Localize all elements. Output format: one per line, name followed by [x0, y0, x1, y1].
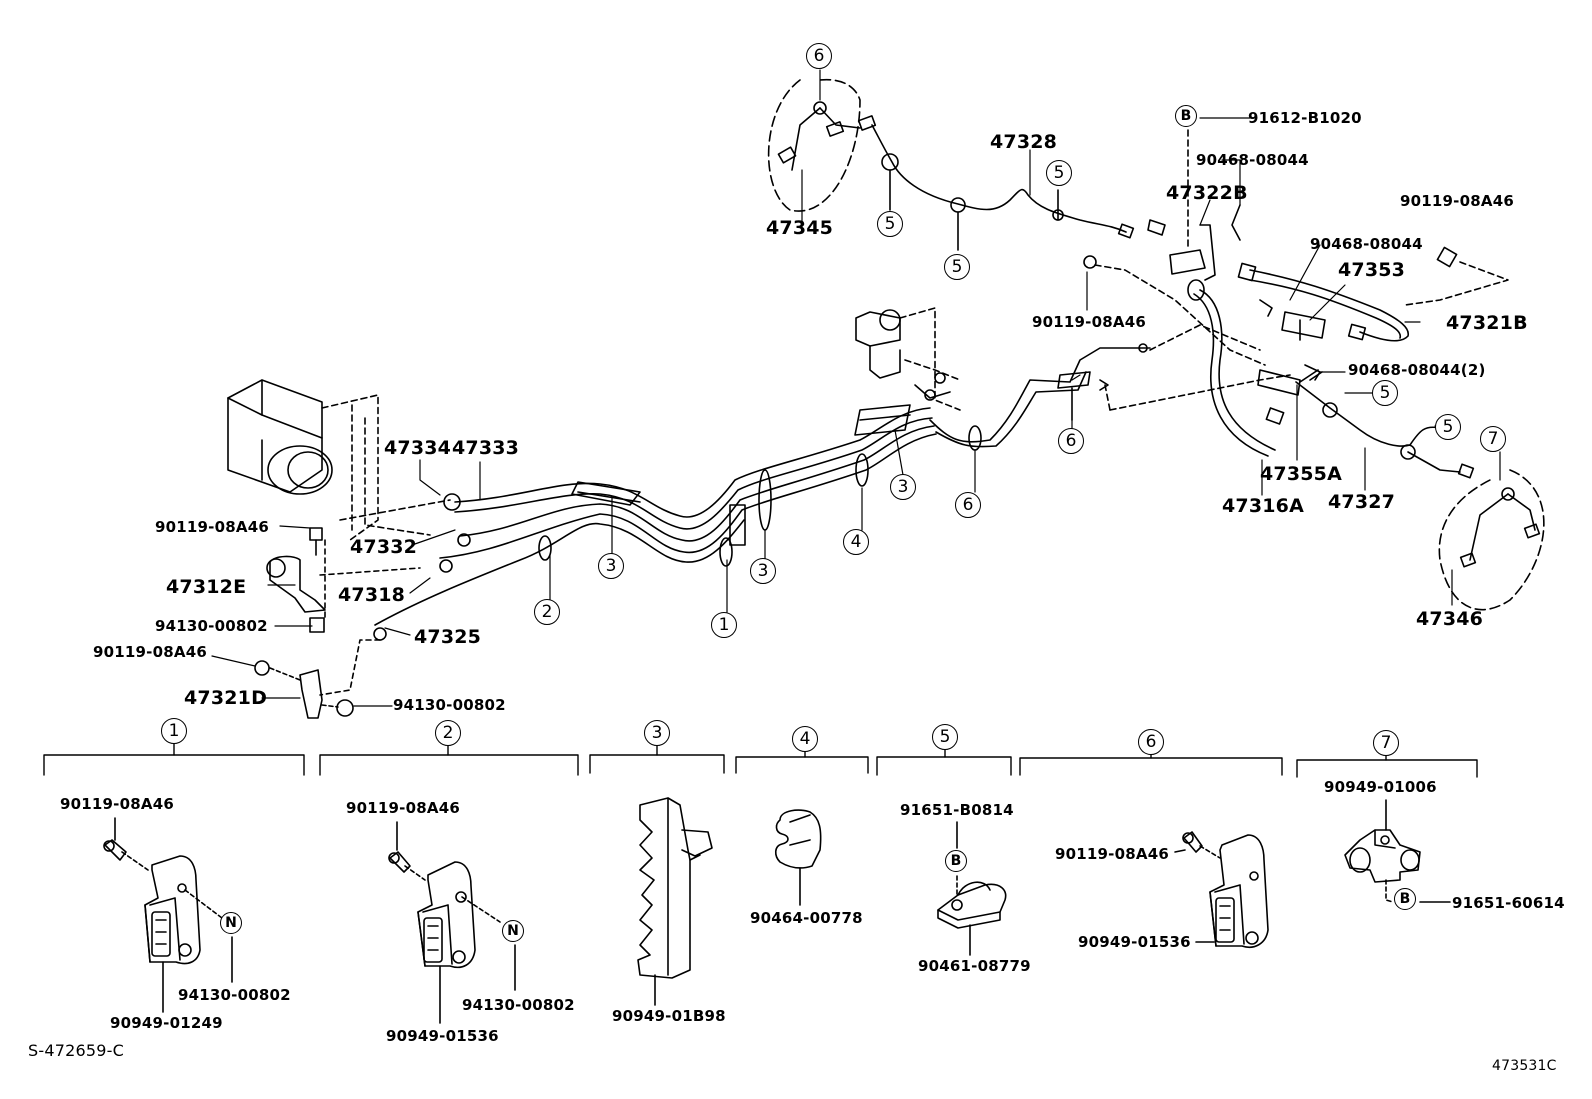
section-1-clamp: 90949-01249 — [110, 1014, 223, 1032]
section-7-number: 7 — [1373, 730, 1399, 756]
rear-hose-47321B — [1237, 246, 1509, 381]
clamp-90464-00778 — [774, 809, 822, 906]
section-brackets — [43, 741, 1478, 778]
part-47334: 47334 — [384, 437, 452, 459]
section-2-marker-n: N — [502, 920, 524, 942]
part-90119-08A46-d: 90119-08A46 — [93, 643, 207, 661]
clamp-90461-08779 — [937, 821, 1007, 956]
callout-6-top: 6 — [806, 43, 832, 69]
part-47321D: 47321D — [184, 687, 268, 709]
section-7-marker-b: B — [1394, 888, 1416, 910]
part-47325: 47325 — [414, 626, 482, 648]
section-6-clamp: 90949-01536 — [1078, 933, 1191, 951]
right-tube-run — [929, 343, 1151, 451]
section-5-clamp: 90461-08779 — [918, 957, 1031, 975]
part-47318: 47318 — [338, 584, 406, 606]
part-47332: 47332 — [350, 536, 418, 558]
section-1-nut: 94130-00802 — [178, 986, 291, 1004]
part-90468-08044-a: 90468-08044 — [1196, 151, 1309, 169]
part-91612-B1020: 91612-B1020 — [1248, 109, 1362, 127]
clamp-90949-01006 — [1344, 799, 1451, 903]
part-90468-08044-b: 90468-08044 — [1310, 235, 1423, 253]
part-47312E: 47312E — [166, 576, 247, 598]
callout-4: 4 — [843, 529, 869, 555]
part-47345: 47345 — [766, 217, 834, 239]
left-bracket-group — [254, 493, 471, 719]
section-4-clamp: 90464-00778 — [750, 909, 863, 927]
section-6-bolt: 90119-08A46 — [1055, 845, 1169, 863]
clamp-90949-01249 — [103, 817, 233, 1013]
callout-1: 1 — [711, 612, 737, 638]
part-94130-00802-b: 94130-00802 — [393, 696, 506, 714]
marker-b-top: B — [1175, 105, 1197, 127]
callout-3-a: 3 — [890, 474, 916, 500]
section-7-bolt: 91651-60614 — [1452, 894, 1565, 912]
section-5-number: 5 — [932, 724, 958, 750]
callout-5-right-1: 5 — [1372, 380, 1398, 406]
clamp-90949-01B98 — [637, 797, 713, 1006]
part-90119-08A46-c: 90119-08A46 — [155, 518, 269, 536]
section-2-nut: 94130-00802 — [462, 996, 575, 1014]
valve-bracket — [855, 307, 961, 411]
actuator-assembly — [227, 379, 451, 541]
clamp-90949-01536-a — [388, 821, 516, 1024]
section-7-clamp: 90949-01006 — [1324, 778, 1437, 796]
callout-6-mid: 6 — [1058, 428, 1084, 454]
part-47355A: 47355A — [1260, 463, 1343, 485]
callout-5-right-2: 5 — [1435, 414, 1461, 440]
callout-5-b: 5 — [944, 254, 970, 280]
callout-5-a: 5 — [877, 211, 903, 237]
callout-7-right: 7 — [1480, 426, 1506, 452]
part-90119-08A46-b: 90119-08A46 — [1032, 313, 1146, 331]
part-47327: 47327 — [1328, 491, 1396, 513]
part-47316A: 47316A — [1222, 495, 1305, 517]
section-1-marker-n: N — [220, 912, 242, 934]
part-90468-08044-2: 90468-08044(2) — [1348, 361, 1486, 379]
section-4-number: 4 — [792, 726, 818, 752]
part-47322B: 47322B — [1166, 182, 1248, 204]
part-47321B: 47321B — [1446, 312, 1528, 334]
callout-2: 2 — [534, 599, 560, 625]
callout-3-b: 3 — [750, 558, 776, 584]
section-1-number: 1 — [161, 718, 187, 744]
part-47328: 47328 — [990, 131, 1058, 153]
section-3-number: 3 — [644, 720, 670, 746]
section-5-marker-b: B — [945, 850, 967, 872]
section-6-number: 6 — [1138, 729, 1164, 755]
part-47333: 47333 — [452, 437, 520, 459]
leader-lines — [211, 69, 1501, 707]
section-1-bolt: 90119-08A46 — [60, 795, 174, 813]
illustration-code-right: 473531C — [1492, 1058, 1557, 1074]
callout-3-c: 3 — [598, 553, 624, 579]
section-5-bolt: 91651-B0814 — [900, 801, 1014, 819]
rear-right-tube-group — [1295, 381, 1545, 611]
section-3-clamp: 90949-01B98 — [612, 1007, 726, 1025]
part-47346: 47346 — [1416, 608, 1484, 630]
part-90119-08A46-a: 90119-08A46 — [1400, 192, 1514, 210]
section-2-bolt: 90119-08A46 — [346, 799, 460, 817]
right-flex-hose-group — [1083, 129, 1321, 457]
section-2-number: 2 — [435, 720, 461, 746]
callout-5-c: 5 — [1046, 160, 1072, 186]
part-94130-00802-a: 94130-00802 — [155, 617, 268, 635]
part-47353: 47353 — [1338, 259, 1406, 281]
callout-6-low: 6 — [955, 492, 981, 518]
section-2-clamp: 90949-01536 — [386, 1027, 499, 1045]
clamp-90949-01536-b — [1174, 831, 1269, 948]
illustration-code-left: S-472659-C — [28, 1041, 124, 1060]
front-left-tube-group — [767, 78, 1135, 251]
